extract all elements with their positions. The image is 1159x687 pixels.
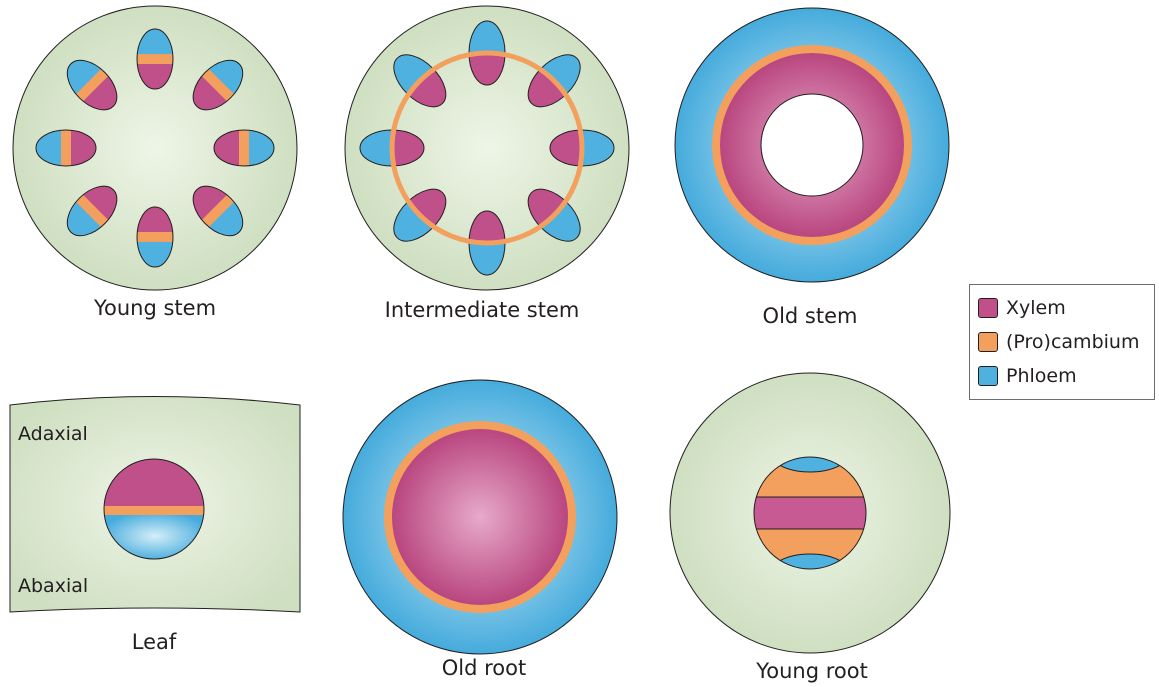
legend-label: (Pro)cambium (1006, 331, 1139, 353)
cambium-segment (239, 130, 249, 166)
old-root-caption: Old root (442, 656, 526, 680)
young-stem-diagram (13, 6, 297, 290)
adaxial-label: Adaxial (18, 423, 88, 445)
leaf-caption: Leaf (132, 630, 177, 654)
old-stem-diagram (675, 8, 949, 282)
intermediate-stem-diagram (345, 6, 629, 290)
young-root-xylem (750, 497, 870, 529)
legend-label: Phloem (1006, 365, 1077, 387)
young-stem-bundle (137, 28, 173, 89)
old-stem-pith (761, 94, 863, 196)
young-root-caption: Young root (756, 659, 868, 683)
legend: Xylem (Pro)cambium Phloem (969, 284, 1155, 400)
young-stem-bundle (214, 130, 275, 166)
young-stem-bundle (35, 130, 96, 166)
cambium-swatch (978, 332, 998, 352)
legend-label: Xylem (1006, 297, 1066, 319)
young-root-diagram (670, 373, 950, 653)
legend-item-xylem: Xylem (978, 295, 1066, 321)
xylem-swatch (978, 298, 998, 318)
young-stem-bundle (137, 207, 173, 268)
legend-item-phloem: Phloem (978, 363, 1077, 389)
cambium-segment (137, 232, 173, 242)
cambium-segment (61, 130, 71, 166)
old-stem-caption: Old stem (763, 304, 858, 328)
old-root-xylem (392, 429, 568, 605)
young-stem-caption: Young stem (94, 296, 216, 320)
abaxial-label: Abaxial (18, 575, 88, 597)
old-root-diagram (343, 380, 617, 654)
intermediate-stem-caption: Intermediate stem (385, 298, 580, 322)
cambium-segment (137, 54, 173, 64)
legend-item-cambium: (Pro)cambium (978, 329, 1139, 355)
leaf-cambium (100, 506, 210, 515)
phloem-swatch (978, 366, 998, 386)
